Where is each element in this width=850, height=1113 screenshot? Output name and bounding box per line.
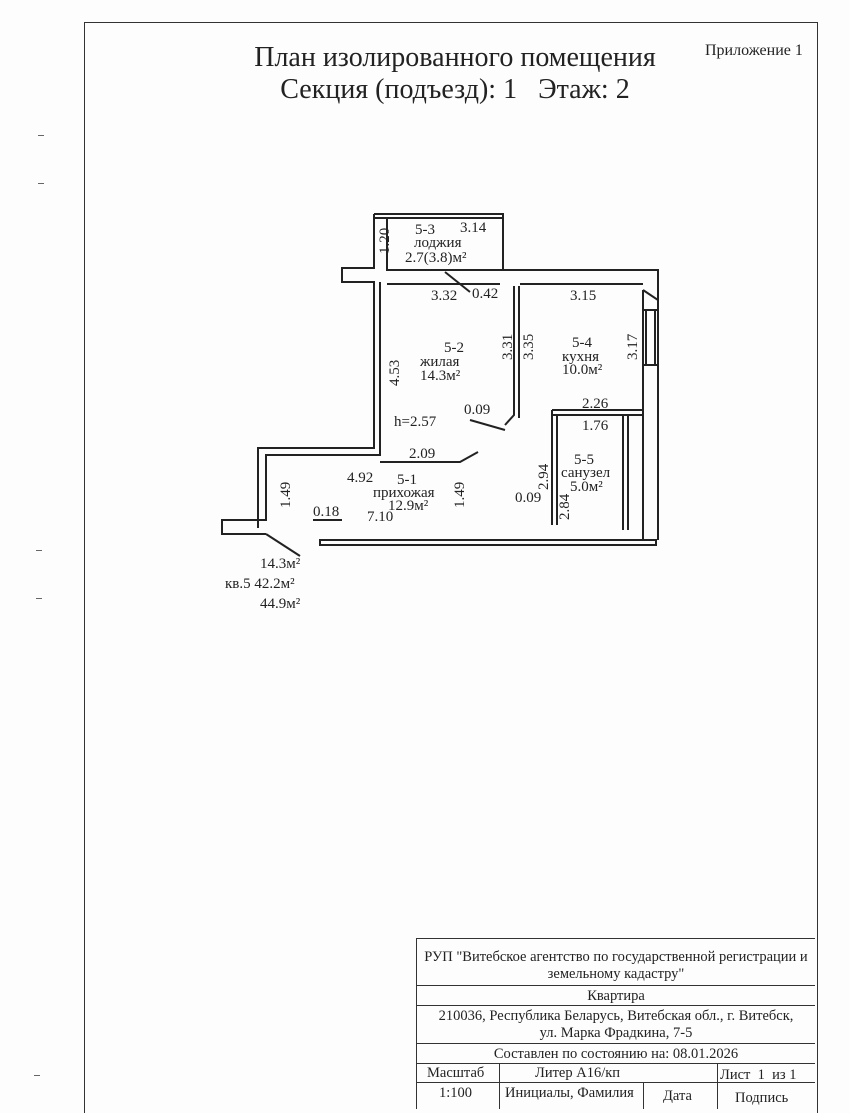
room-5-4-id: 5-4 <box>572 335 592 351</box>
room-5-2-id: 5-2 <box>444 340 464 356</box>
dim-bath-top: 2.26 <box>582 396 609 412</box>
room-5-1-name: прихожая <box>373 485 435 501</box>
room-5-3-area: 2.7(3.8)м² <box>405 250 467 266</box>
page-title: План изолированного помещения <box>254 42 656 73</box>
dim-hall-width: 4.92 <box>347 470 373 486</box>
divider <box>417 985 815 986</box>
dim-bath-wall: 0.09 <box>515 490 541 506</box>
total-living: 14.3м² <box>260 556 301 572</box>
dim-loggia-width: 3.14 <box>460 220 487 236</box>
divider <box>417 1063 815 1064</box>
dim-loggia-depth: 1.20 <box>377 228 393 254</box>
divider <box>417 1005 815 1006</box>
dim-room-width: 3.32 <box>431 288 457 304</box>
appendix-label: Приложение 1 <box>705 42 803 59</box>
total-area: 44.9м² <box>260 596 301 612</box>
page-subtitle: Секция (подъезд): 1 Этаж: 2 <box>280 74 630 105</box>
room-5-5-name: санузел <box>561 465 611 481</box>
org-line-2: земельному кадастру" <box>547 966 685 982</box>
divider <box>643 1082 644 1109</box>
dim-room-left: 4.53 <box>387 360 403 386</box>
dim-hall-length: 7.10 <box>367 509 393 525</box>
floor-plan: 5-3 лоджия 2.7(3.8)м² 5-2 жилая 14.3м² 5… <box>221 213 659 612</box>
margin-mark <box>36 550 42 551</box>
margin-mark <box>34 1075 40 1076</box>
sheet: Лист 1 из 1 <box>720 1067 797 1083</box>
dim-opening: 0.42 <box>472 286 498 302</box>
margin-mark <box>36 598 42 599</box>
divider <box>417 1043 815 1044</box>
liter: Литер А16/кп <box>535 1065 621 1081</box>
dim-room-depth: 3.31 <box>500 334 516 360</box>
divider <box>717 1063 718 1109</box>
address-line-1: 210036, Республика Беларусь, Витебская о… <box>438 1008 794 1024</box>
dim-kitchen-depth-left: 3.35 <box>521 334 537 360</box>
room-5-4-area: 10.0м² <box>562 362 603 378</box>
dim-hall-wall: 2.09 <box>409 446 435 462</box>
signature-label: Подпись <box>735 1090 789 1106</box>
dim-door-offset: 0.09 <box>464 402 490 418</box>
divider <box>499 1063 500 1109</box>
org-line-1: РУП "Витебское агентство по государствен… <box>424 949 808 965</box>
scale-label: Масштаб <box>427 1065 485 1081</box>
title-block: РУП "Витебское агентство по государствен… <box>416 938 815 1109</box>
room-5-1-id: 5-1 <box>397 472 417 488</box>
margin-mark <box>38 135 44 136</box>
room-5-5-area: 5.0м² <box>570 479 603 495</box>
total-apartment: кв.5 42.2м² <box>225 576 295 592</box>
dim-kitchen-depth-right: 3.17 <box>625 333 641 360</box>
dim-hall-offset: 0.18 <box>313 504 339 520</box>
dim-bath-inner-height: 2.84 <box>557 493 573 520</box>
dim-bath-height: 2.94 <box>536 463 552 490</box>
room-5-3-id: 5-3 <box>415 222 435 238</box>
address-line-2: ул. Марка Фрадкина, 7-5 <box>539 1025 693 1041</box>
room-5-3-name: лоджия <box>414 235 462 251</box>
dim-hall-height-left: 1.49 <box>278 482 294 508</box>
room-5-2-name: жилая <box>419 354 460 370</box>
dim-kitchen-width: 3.15 <box>570 288 596 304</box>
room-5-5-id: 5-5 <box>574 452 594 468</box>
scale-value: 1:100 <box>439 1085 473 1101</box>
margin-mark <box>38 183 44 184</box>
document-frame <box>84 22 818 1113</box>
room-5-4-name: кухня <box>562 349 599 365</box>
ceiling-height: h=2.57 <box>394 414 437 430</box>
room-5-2-area: 14.3м² <box>420 368 461 384</box>
initials-label: Инициалы, Фамилия <box>505 1085 634 1101</box>
dim-hall-height: 1.49 <box>452 482 468 508</box>
compiled-date: Составлен по состоянию на: 08.01.2026 <box>493 1046 739 1062</box>
divider <box>417 1082 815 1083</box>
room-5-1-area: 12.9м² <box>388 498 429 514</box>
date-label: Дата <box>663 1088 692 1104</box>
dim-bath-inner: 1.76 <box>582 418 609 434</box>
object-type: Квартира <box>587 988 645 1004</box>
